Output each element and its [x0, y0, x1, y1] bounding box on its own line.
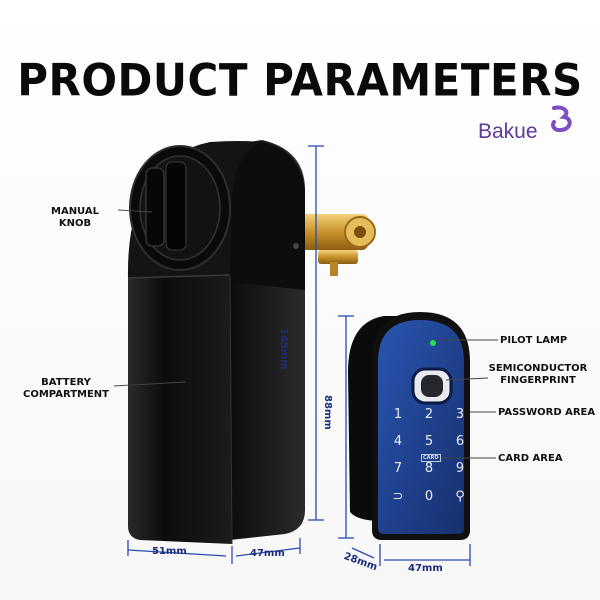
callout-lines [113, 209, 498, 459]
keypad-key: 4 [393, 434, 403, 449]
keypad-key: 3 [455, 407, 465, 422]
manual-knob [129, 145, 231, 271]
keypad-key: 2 [424, 407, 434, 422]
keypad-key: 0 [424, 489, 434, 504]
manual-knob-label: MANUAL KNOB [51, 206, 99, 229]
keypad-unit [348, 312, 470, 540]
fingerprint-label: SEMICONDUCTOR FINGERPRINT [488, 363, 588, 386]
keypad-key: 8 [424, 461, 434, 476]
lock-depth-label: 51mm [152, 546, 187, 557]
keypad-key: 5 [424, 434, 434, 449]
keypad-width-label: 47mm [408, 563, 443, 574]
battery-compartment-label: BATTERY COMPARTMENT [23, 377, 109, 400]
dimension-lines [127, 145, 471, 566]
card-key-label: CARD [421, 454, 441, 462]
keypad-key: ⊃ [392, 489, 404, 504]
password-area-label: PASSWORD AREA [498, 407, 596, 418]
keypad-key: 9 [455, 461, 465, 476]
keypad-key: ⚲ [455, 489, 465, 504]
pilot-lamp-label: PILOT LAMP [500, 335, 568, 346]
lock-cylinder [296, 214, 376, 276]
pilot-lamp-indicator [430, 340, 436, 346]
keypad-height-label: 88mm [322, 395, 333, 430]
lock-height-label: 145mm [278, 328, 289, 370]
page-title: PRODUCT PARAMETERS [17, 54, 583, 107]
keypad-key: 7 [393, 461, 403, 476]
keypad-key: 6 [455, 434, 465, 449]
brand-name: Bakue [478, 120, 538, 143]
keypad-key: 1 [393, 407, 403, 422]
lock-width-label: 47mm [250, 548, 285, 559]
bakue-logo-icon [551, 105, 572, 133]
card-area-label: CARD AREA [498, 453, 563, 464]
